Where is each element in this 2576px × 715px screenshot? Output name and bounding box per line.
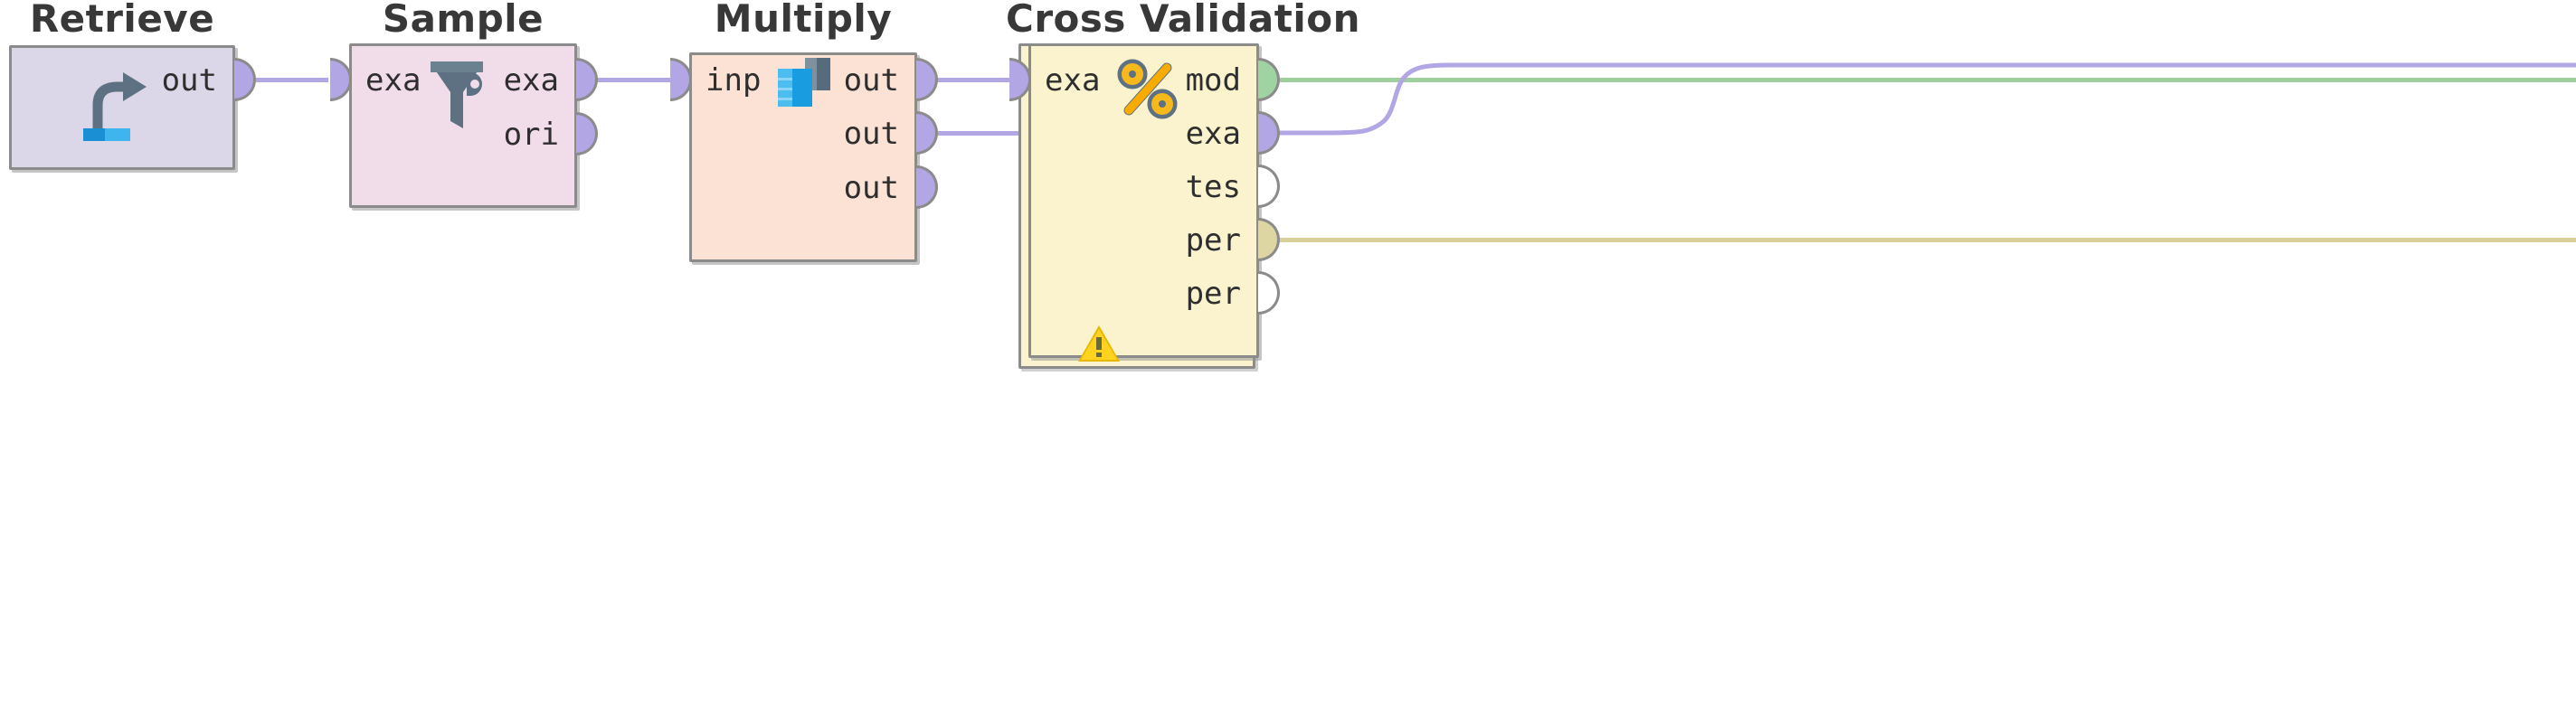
wire-cv-per-out[interactable] bbox=[1280, 238, 2576, 242]
port-multiply-out-3[interactable] bbox=[916, 165, 938, 209]
port-retrieve-out[interactable] bbox=[234, 58, 256, 101]
operator-retrieve[interactable] bbox=[9, 45, 235, 170]
port-cv-per-1[interactable] bbox=[1258, 218, 1280, 261]
port-multiply-out-2[interactable] bbox=[916, 111, 938, 155]
port-label-cv-exa-in: exa bbox=[1045, 62, 1101, 99]
port-label-cv-exa-out: exa bbox=[1185, 116, 1241, 152]
wire-multiply-out2-to-cv-shell[interactable] bbox=[938, 131, 1021, 136]
operator-title-sample: Sample bbox=[382, 0, 545, 41]
wire-cv-exa-out[interactable] bbox=[1277, 45, 2576, 163]
operator-title-retrieve: Retrieve bbox=[29, 0, 215, 41]
wire-cv-mod-out[interactable] bbox=[1280, 78, 2576, 82]
port-label-cv-mod: mod bbox=[1185, 62, 1241, 99]
port-sample-exa-out[interactable] bbox=[576, 58, 598, 101]
port-label-cv-per-2: per bbox=[1185, 276, 1241, 312]
port-label-multiply-inp: inp bbox=[706, 62, 762, 99]
port-sample-ori-out[interactable] bbox=[576, 112, 598, 155]
port-label-sample-ori-out: ori bbox=[503, 117, 559, 153]
wire-multiply-out1-to-cv[interactable] bbox=[938, 78, 1013, 82]
port-cv-per-2[interactable] bbox=[1258, 271, 1280, 315]
port-label-retrieve-out: out bbox=[161, 62, 217, 99]
funnel-icon bbox=[427, 56, 497, 134]
operator-title-multiply: Multiply bbox=[714, 0, 893, 41]
wire-retrieve-to-sample[interactable] bbox=[256, 78, 328, 82]
curved-arrow-icon bbox=[71, 61, 152, 143]
warning-triangle-icon[interactable] bbox=[1076, 324, 1122, 363]
stack-copy-icon bbox=[774, 58, 836, 114]
percent-icon bbox=[1114, 56, 1181, 123]
operator-title-cross-validation: Cross Validation bbox=[1006, 0, 1360, 41]
port-cv-tes[interactable] bbox=[1258, 165, 1280, 208]
port-label-multiply-out-1: out bbox=[843, 62, 899, 99]
wire-sample-to-multiply[interactable] bbox=[598, 78, 670, 82]
port-label-sample-exa-out: exa bbox=[503, 62, 559, 99]
port-label-multiply-out-3: out bbox=[843, 170, 899, 206]
port-label-cv-tes: tes bbox=[1185, 169, 1241, 205]
port-label-cv-per-1: per bbox=[1185, 222, 1241, 259]
port-label-multiply-out-2: out bbox=[843, 116, 899, 152]
port-multiply-out-1[interactable] bbox=[916, 58, 938, 101]
port-label-sample-exa-in: exa bbox=[365, 62, 421, 99]
